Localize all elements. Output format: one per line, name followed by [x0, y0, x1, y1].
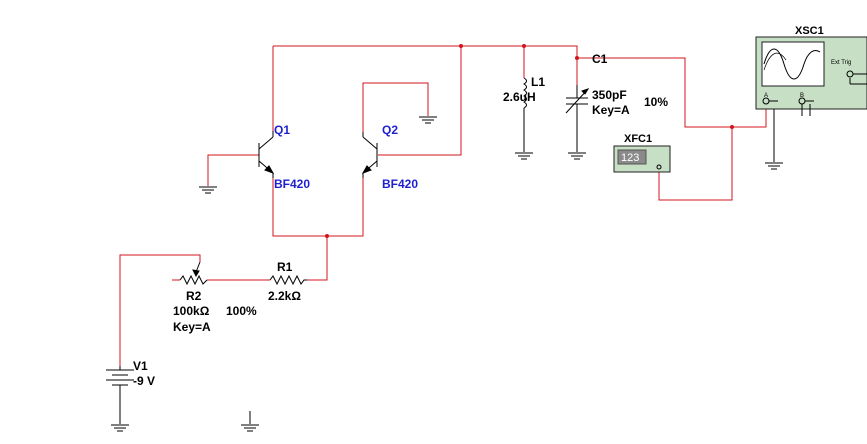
- r2-value: 100kΩ: [173, 304, 210, 318]
- ground-icon: [418, 116, 438, 124]
- xfc1-input-terminal[interactable]: [656, 164, 662, 170]
- l1-ref: L1: [531, 75, 545, 89]
- v1-value: -9 V: [133, 374, 155, 388]
- junction-dot: [459, 44, 463, 48]
- c1-value: 350pF: [592, 88, 627, 102]
- c1-setting: 10%: [644, 95, 668, 109]
- xsc1-channel-a: A: [764, 93, 768, 99]
- wire-q1-base: [207, 154, 259, 186]
- wire-v1-r2: [119, 254, 201, 366]
- variable-capacitor-c1[interactable]: [565, 85, 590, 152]
- xsc1-channel-b: B: [800, 93, 804, 99]
- ground-icon: [240, 424, 260, 432]
- potentiometer-r2[interactable]: [179, 261, 208, 286]
- inductor-l1[interactable]: [523, 77, 527, 152]
- r1-ref: R1: [277, 260, 293, 274]
- xsc1-ext-trig: Ext Trig: [831, 60, 851, 66]
- resistor-r1[interactable]: [269, 274, 307, 286]
- r1-value: 2.2kΩ: [268, 289, 301, 303]
- v1-ref: V1: [133, 359, 148, 373]
- transistor-q2[interactable]: [361, 132, 378, 178]
- c1-ref: C1: [592, 52, 608, 66]
- r2-setting: 100%: [226, 304, 257, 318]
- wire-q2-collector: [362, 82, 429, 132]
- junction-dot: [575, 56, 579, 60]
- xsc1-ref: XSC1: [795, 25, 824, 37]
- ground-icon: [198, 186, 218, 194]
- oscilloscope-xsc1[interactable]: Ext Trig A B: [755, 36, 867, 116]
- ground-icon: [514, 152, 534, 160]
- l1-value: 2.6uH: [503, 90, 536, 104]
- ground-icon: [110, 424, 130, 432]
- junctions: [325, 44, 734, 238]
- ground-icon: [764, 162, 784, 170]
- wire-q2-base-feed: [378, 46, 462, 156]
- xfc1-display: 123: [621, 152, 639, 164]
- q2-model: BF420: [382, 177, 418, 191]
- q2-ref: Q2: [382, 123, 398, 137]
- frequency-counter-xfc1[interactable]: 123: [613, 145, 671, 173]
- wire-r1-up: [307, 236, 328, 281]
- wire-counter: [658, 127, 733, 201]
- junction-dot: [522, 44, 526, 48]
- junction-dot: [730, 125, 734, 129]
- r2-key: Key=A: [173, 320, 211, 334]
- battery-v1[interactable]: [106, 366, 134, 393]
- r2-ref: R2: [186, 289, 202, 303]
- xfc1-ref: XFC1: [624, 133, 652, 145]
- junction-dot: [325, 234, 329, 238]
- transistor-q1[interactable]: [258, 131, 275, 178]
- sine-wave-icon: [763, 48, 821, 80]
- wire-emitters: [272, 178, 364, 237]
- q1-model: BF420: [274, 177, 310, 191]
- c1-key: Key=A: [592, 103, 630, 117]
- wires: [119, 45, 767, 366]
- wire-top-rail: [273, 45, 767, 128]
- ground-icon: [567, 152, 587, 160]
- q1-ref: Q1: [274, 123, 290, 137]
